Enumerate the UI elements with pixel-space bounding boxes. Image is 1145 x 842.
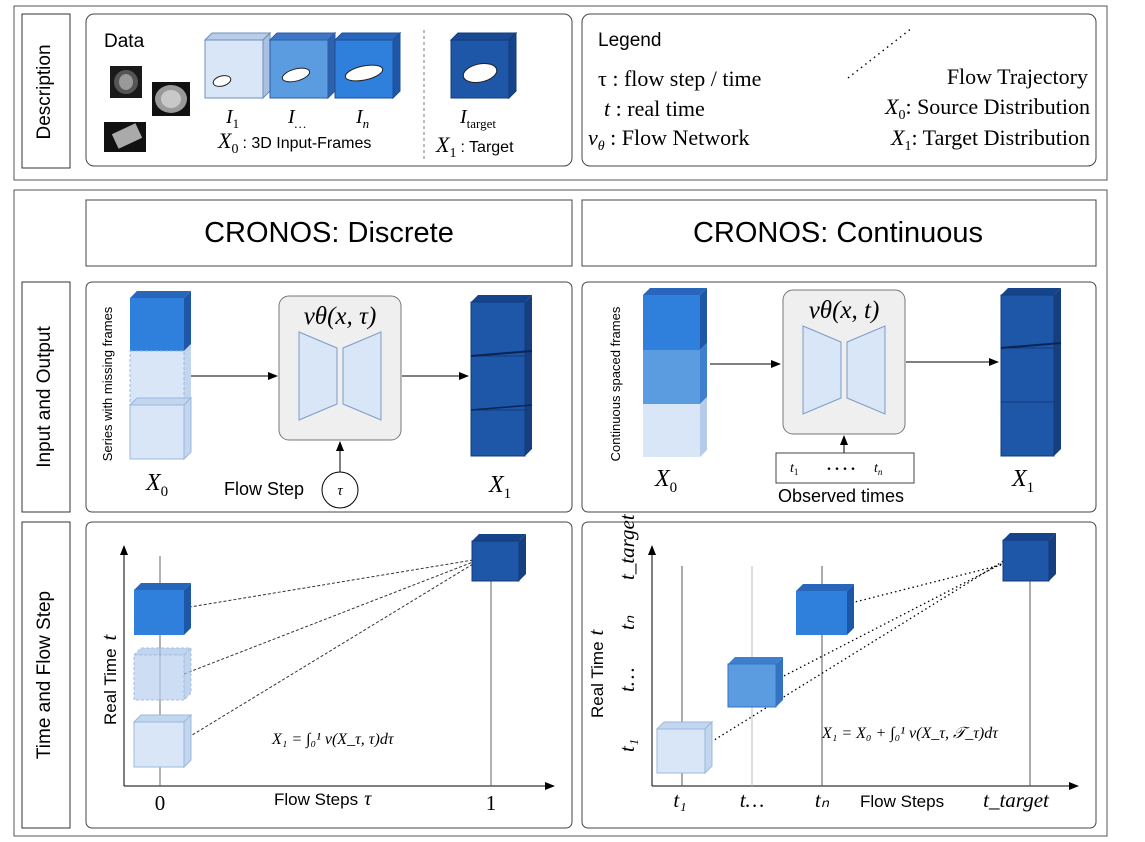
legend-x0: X0: Source Distribution: [884, 94, 1090, 123]
discrete-time-cube-target: [471, 534, 526, 582]
continuous-formula: X₁ = X₀ + ∫₀¹ v(X_τ, 𝒯_τ)dτ: [821, 725, 999, 743]
continuous-time-cube-tn: [796, 584, 854, 635]
observed-times-box: [775, 452, 915, 484]
frame-cube-1: [203, 31, 272, 100]
legend-v: vθ : Flow Network: [588, 125, 749, 154]
legend-title: Legend: [598, 30, 661, 51]
y-tick-t1: t₁: [615, 739, 639, 752]
svg-text:Itarget: Itarget: [459, 106, 496, 131]
discrete-x0-label: X0: [145, 470, 168, 500]
continuous-x1-label: X1: [1011, 466, 1034, 496]
continuous-frames-label: Continuous spaced frames: [608, 306, 623, 461]
legend-tau: τ : flow step / time: [598, 66, 761, 91]
y-tick-tn: tₙ: [615, 615, 639, 630]
discrete-time-cube-missing: [132, 646, 193, 702]
continuous-y-axis-label: Real Timet: [584, 628, 608, 718]
continuous-x0-label: X0: [654, 466, 677, 496]
description-section: Description Data: [13, 5, 1108, 181]
svg-text:. . . .: . . . .: [827, 457, 855, 474]
tick-0: 0: [155, 791, 166, 815]
legend-x1: X1: Target Distribution: [890, 125, 1090, 154]
x-tick-t1: t₁: [673, 788, 686, 812]
x1-definition: X1: Target: [435, 132, 514, 161]
y-tick-ttarget: t_target: [615, 513, 639, 580]
svg-text:tn: tn: [874, 461, 883, 477]
continuous-io-panel: Continuous spaced frames X0 vθ(x, t) t1 …: [581, 281, 1097, 513]
frame-cube-2: [268, 31, 337, 100]
discrete-io-panel: Series with missing frames X0 vθ(x, τ) τ…: [85, 281, 573, 513]
continuous-time-cube-tdots: [727, 657, 783, 708]
description-label: Description: [34, 44, 55, 139]
tau-symbol: τ: [337, 483, 343, 499]
data-title: Data: [104, 31, 145, 52]
legend-trajectory: Flow Trajectory: [947, 64, 1088, 89]
row-label-time: Time and Flow Step: [34, 591, 55, 759]
continuous-x-axis-label: Flow Steps: [860, 792, 944, 811]
continuous-time-cube-t1: [655, 720, 714, 775]
svg-text:I1: I1: [225, 106, 239, 131]
svg-text:In: In: [355, 106, 369, 131]
continuous-network-label: vθ(x, t): [809, 297, 880, 324]
discrete-time-cube-bottom: [132, 713, 193, 769]
discrete-x1-label: X1: [488, 472, 511, 502]
x-tick-tdots: t…: [740, 788, 765, 812]
x0-definition: X0: 3D Input-Frames: [217, 128, 371, 157]
legend-t: t : real time: [604, 96, 705, 121]
discrete-network-label: vθ(x, τ): [304, 303, 377, 330]
x-tick-tn: tₙ: [815, 788, 830, 812]
frame-cube-3: [333, 31, 402, 100]
y-tick-tdots: t…: [615, 667, 639, 692]
header-discrete: CRONOS: Discrete: [204, 217, 454, 249]
continuous-time-cube-target: [1002, 533, 1056, 582]
flow-step-label: Flow Step: [224, 479, 304, 499]
discrete-y-axis-label: Real Timet: [97, 633, 121, 725]
mri-thumbnails: [104, 66, 190, 152]
header-continuous: CRONOS: Continuous: [693, 217, 983, 249]
x-tick-ttarget: t_target: [983, 788, 1050, 812]
discrete-x1-stack: [470, 295, 533, 457]
continuous-x0-stack: [643, 288, 707, 457]
svg-text:t1: t1: [790, 461, 798, 477]
discrete-x0-stack: [128, 291, 193, 461]
tick-1: 1: [486, 791, 497, 815]
discrete-series-label: Series with missing frames: [100, 306, 115, 461]
svg-text:I…: I…: [287, 106, 306, 131]
discrete-time-cube-top: [134, 583, 191, 635]
continuous-x1-stack: [1000, 288, 1062, 457]
row-label-io: Input and Output: [34, 326, 55, 468]
observed-times-label: Observed times: [778, 486, 904, 506]
target-cube: [449, 31, 518, 100]
discrete-formula: X₁ = ∫₀¹ v(X_τ, τ)dτ: [271, 731, 395, 749]
continuous-time-panel: Real Timet Flow Steps t₁ t… tₙ t_target …: [581, 513, 1097, 829]
